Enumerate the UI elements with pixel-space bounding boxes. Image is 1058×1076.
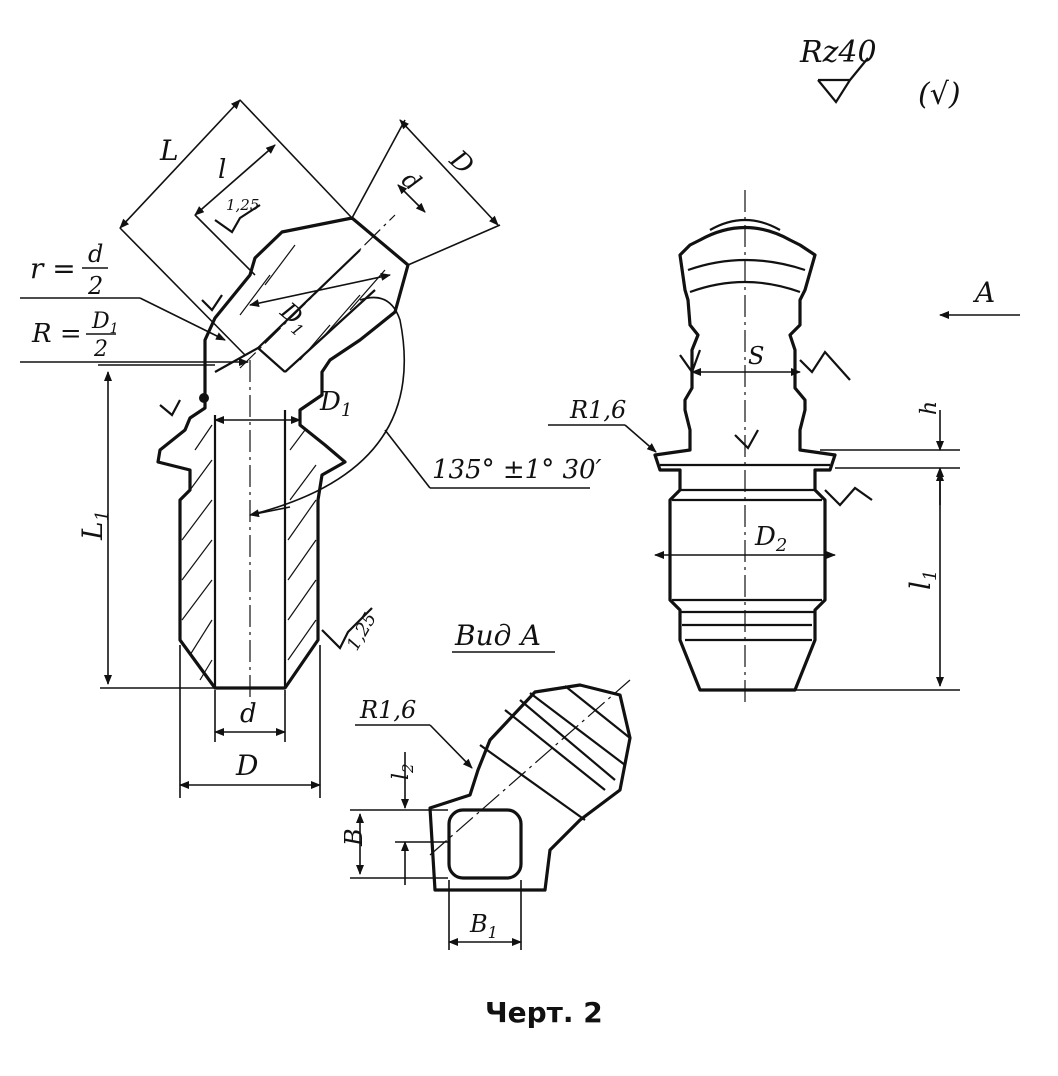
- dim-L-label: L: [159, 134, 179, 167]
- dim-D-top-label: D: [443, 144, 479, 181]
- view-A-title: Вид А: [454, 619, 541, 652]
- top-collar: [687, 258, 806, 294]
- dim-L1-sub: 1: [92, 510, 113, 521]
- roughness-S-icon: [679, 349, 851, 381]
- r-radius-note: r = d 2: [20, 240, 226, 341]
- dim-L-line: [119, 99, 241, 229]
- dim-d-label: d: [240, 699, 257, 729]
- dim-d-top-label: d: [396, 166, 426, 197]
- dim-l1-label: l1: [904, 570, 941, 590]
- dim-D-top-line: [399, 119, 499, 226]
- r-radius-numerator: d: [88, 240, 103, 268]
- roughness-125-top: 1,25: [226, 196, 259, 214]
- r-radius-prefix: r =: [30, 252, 76, 285]
- angle-arc: [249, 296, 405, 516]
- square-bore: [447, 808, 523, 880]
- dim-B1-sub: 1: [488, 923, 498, 942]
- arrow-A-label: A: [972, 276, 995, 309]
- dim-D1-diag-line: [249, 272, 391, 308]
- view-A-collar-lines: [479, 685, 631, 821]
- roughness-mid-icon: [734, 429, 759, 450]
- roughness-top-icon: [214, 204, 261, 234]
- dim-l-line: [194, 144, 276, 216]
- section-view: L l 1,25 D d D1 r = d 2 R =: [20, 99, 602, 798]
- dim-D2-label: D2: [754, 522, 787, 556]
- R16-view-label: R1,6: [359, 696, 416, 724]
- dim-l2-letter: l: [389, 773, 414, 780]
- check-mark-label: (√): [918, 77, 961, 112]
- dim-B-label: B: [340, 828, 368, 847]
- dim-D1-label: D1: [319, 387, 352, 421]
- dim-D1-sub: 1: [341, 400, 352, 421]
- roughness-note: Rz40 (√): [799, 35, 961, 112]
- dim-L1-label: L1: [76, 510, 113, 541]
- side-outline: [653, 225, 837, 692]
- bore-junction: [257, 347, 286, 373]
- view-A: Вид А R1,6 l2 B B1: [340, 619, 632, 950]
- bore-lines: [213, 410, 287, 688]
- dim-D1-letter: D: [319, 387, 341, 417]
- dim-l2-label: l2: [389, 763, 417, 780]
- figure-caption: Черт. 2: [485, 996, 603, 1029]
- dim-l-label: l: [218, 155, 226, 185]
- R-num-letter: D: [91, 309, 110, 334]
- R16-right-label: R1,6: [569, 396, 626, 424]
- R-radius-note: R = D1 2: [20, 309, 249, 366]
- dim-D2-letter: D: [754, 522, 776, 552]
- roughness-mark-2-icon: [159, 399, 181, 417]
- dim-D2-sub: 2: [775, 535, 787, 556]
- roughness-mark-1-icon: [201, 294, 223, 312]
- dim-h-label: h: [917, 401, 942, 415]
- top-dome: [709, 219, 781, 231]
- dim-l1-sub: 1: [920, 570, 941, 581]
- view-A-axis: [429, 679, 631, 856]
- roughness-bottom-icon: [321, 607, 373, 650]
- side-view: S A R1,6 h D2 l1: [548, 190, 1020, 705]
- dim-d-top-line: [397, 184, 426, 213]
- view-A-outline: [428, 683, 632, 892]
- dim-S-label: S: [748, 342, 764, 370]
- roughness-symbol-icon: [817, 57, 869, 104]
- roughness-thread-icon: [824, 486, 873, 507]
- hatching-left: [181, 424, 213, 681]
- R-num-sub: 1: [110, 321, 119, 337]
- dim-B1-letter: B: [469, 910, 488, 938]
- dim-B1-label: B1: [469, 910, 498, 942]
- dim-L1-letter: L: [76, 521, 109, 541]
- dim-l2-sub: 2: [399, 763, 417, 774]
- angle-label: 135° ±1° 30′: [432, 455, 602, 485]
- R-radius-numerator: D1: [91, 309, 119, 337]
- dim-l1-letter: l: [904, 581, 937, 590]
- dim-D1-diag-label: D1: [272, 296, 316, 340]
- hatching-right: [239, 244, 386, 661]
- R-radius-prefix: R =: [31, 319, 82, 349]
- dim-D-label: D: [235, 749, 258, 782]
- r-radius-denominator: 2: [87, 272, 103, 300]
- dot-mark: [199, 393, 209, 403]
- R-radius-denominator: 2: [93, 337, 108, 362]
- rz40-label: Rz40: [799, 35, 877, 70]
